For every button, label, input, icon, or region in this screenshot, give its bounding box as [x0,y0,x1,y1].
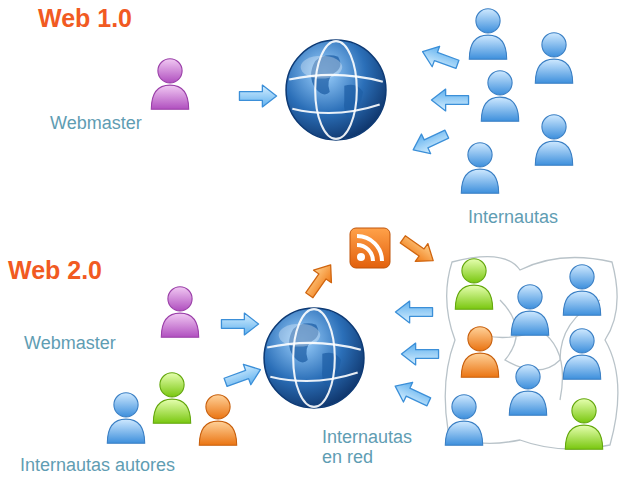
network-lines [445,257,618,449]
user-icon [563,329,600,380]
rss-icon [350,228,390,268]
arrow [395,301,432,323]
user-icon [511,285,548,336]
arrow [221,313,258,335]
arrow [397,230,440,269]
arrow [409,124,452,159]
arrow [419,41,461,74]
globe-icon [286,40,386,140]
group-label: Internautas autores [20,456,175,476]
arrow [239,85,276,107]
author-icon [199,395,236,446]
group-label: Internautas [468,208,558,228]
webmaster-icon [161,287,198,338]
user-icon [445,395,482,446]
user-icon [565,399,602,450]
user-icon [469,9,506,60]
user-icon [535,33,572,84]
arrow [391,376,434,411]
author-icon [107,393,144,444]
role-label: Webmaster [24,334,116,354]
arrow [222,359,264,392]
user-icon [481,71,518,122]
user-icon [455,259,492,310]
arrow [300,259,339,302]
section-heading: Web 2.0 [8,256,102,285]
author-icon [153,373,190,424]
webmaster-icon [151,59,188,110]
arrow [431,89,468,111]
user-icon [461,143,498,194]
user-icon [509,365,546,416]
user-icon [461,327,498,378]
role-label: Webmaster [50,114,142,134]
group-label: Internautas en red [322,428,434,468]
section-heading: Web 1.0 [38,4,132,33]
user-icon [563,265,600,316]
arrow [401,343,438,365]
user-icon [535,115,572,166]
globe-icon [264,308,364,408]
